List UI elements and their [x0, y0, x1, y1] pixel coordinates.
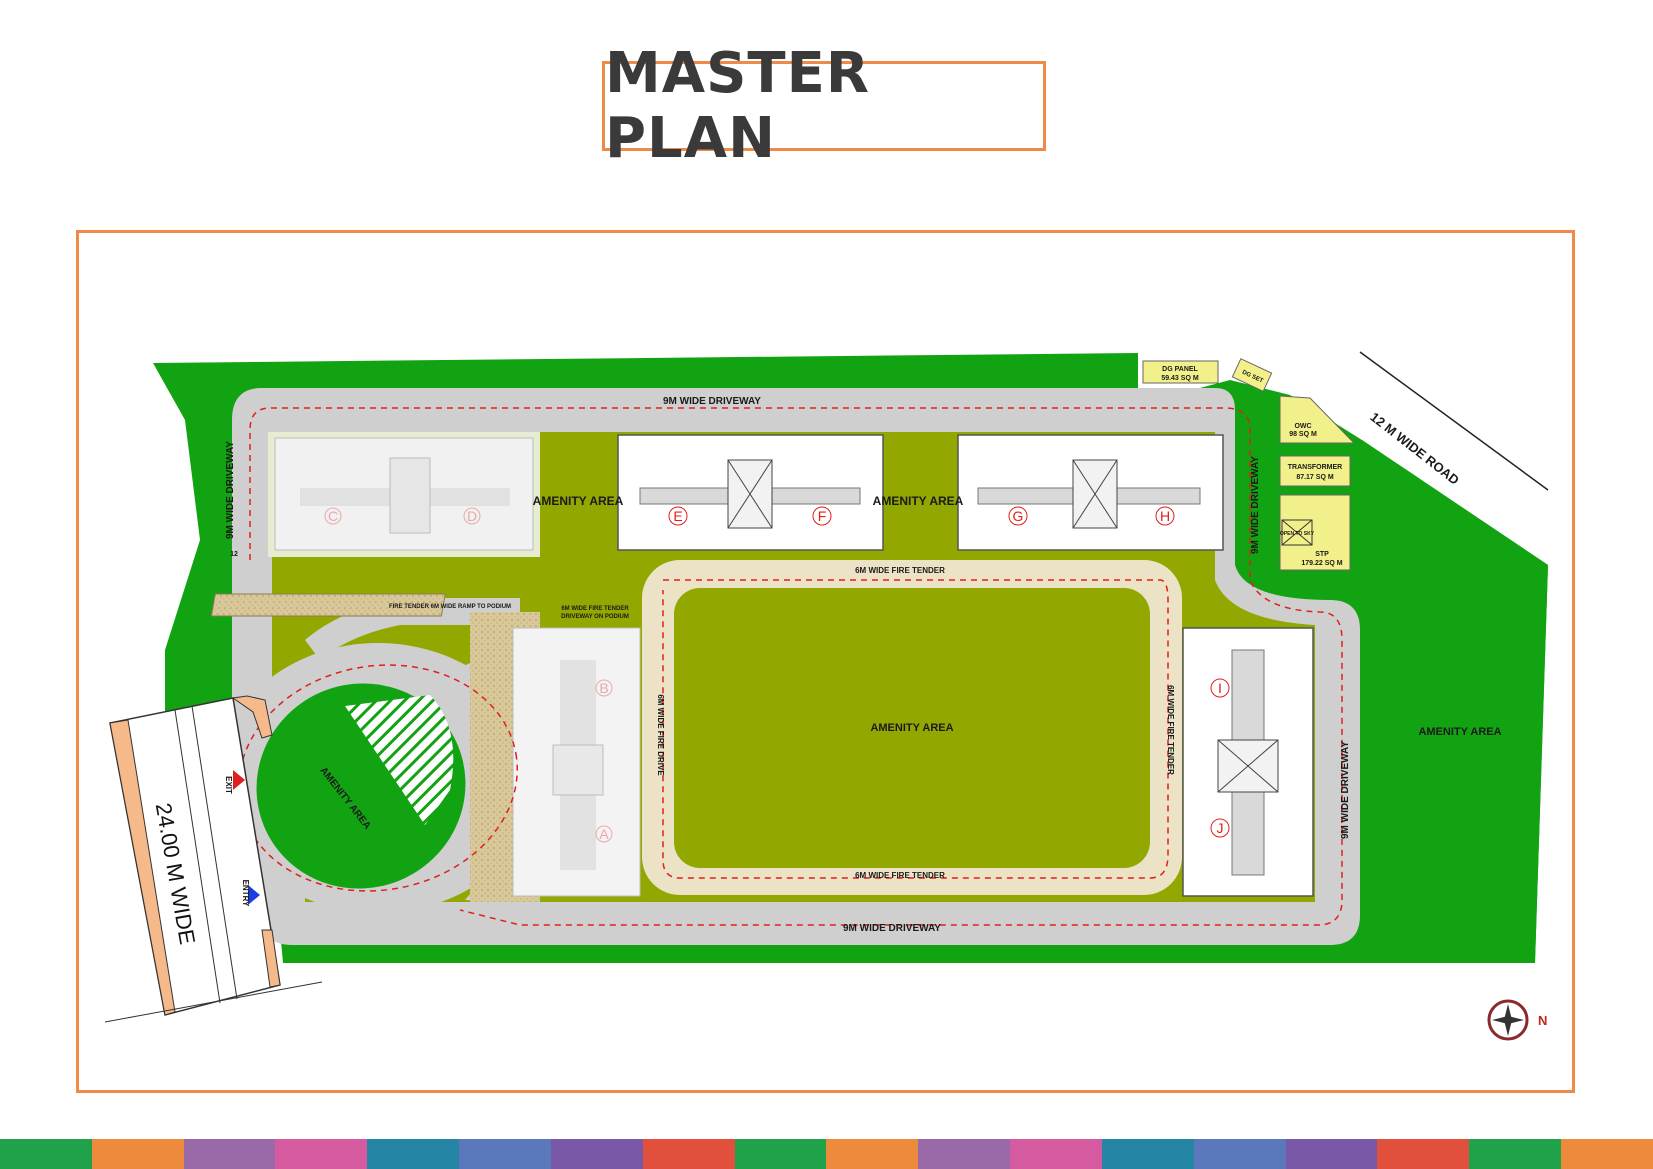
dg-panel-name: DG PANEL — [1162, 366, 1198, 373]
footer-stripe — [0, 1139, 92, 1169]
dg-panel-box — [1142, 360, 1219, 384]
stp-area: 179.22 SQ M — [1301, 560, 1342, 567]
footer-stripe — [1193, 1139, 1286, 1169]
footer-stripe — [183, 1139, 276, 1169]
entry-label: ENTRY — [241, 880, 250, 907]
tower-marker-i: I — [1210, 678, 1230, 698]
page-title: MASTER PLAN — [605, 41, 870, 171]
footer-stripe — [642, 1139, 735, 1169]
footer-stripe — [734, 1139, 827, 1169]
footer-stripe — [1010, 1139, 1102, 1169]
exit-arrow-icon — [233, 770, 245, 790]
dg-panel-area: 59.43 SQ M — [1161, 375, 1199, 382]
footer-stripe — [275, 1139, 368, 1169]
tower-marker-c: C — [324, 507, 342, 525]
driveway-top-label: 9M WIDE DRIVEWAY — [663, 396, 761, 407]
owc-name: OWC — [1294, 423, 1311, 430]
transformer-name: TRANSFORMER — [1288, 464, 1342, 471]
fire-drive-left-label: 6M WIDE FIRE DRIVE — [656, 694, 665, 776]
tower-label-b: B — [599, 680, 608, 696]
footer-stripe — [1285, 1139, 1378, 1169]
tower-label-e: E — [673, 508, 682, 524]
stp-name: STP — [1315, 551, 1329, 558]
tower-label-d: D — [467, 508, 477, 524]
tower-marker-g: G — [1008, 506, 1028, 526]
fire-tender-bottom-label: 6M WIDE FIRE TENDER — [855, 871, 945, 880]
transformer-box — [1279, 455, 1351, 487]
tower-label-f: F — [818, 508, 827, 524]
footer-stripe — [1101, 1139, 1194, 1169]
amenity-central-label: AMENITY AREA — [870, 722, 953, 734]
footer-stripe — [1561, 1139, 1653, 1169]
driveway-bottom-label: 9M WIDE DRIVEWAY — [843, 923, 941, 934]
exit-label: EXIT — [224, 776, 233, 794]
amenity-right-zone — [1362, 440, 1548, 963]
driveway-left-label: 9M WIDE DRIVEWAY — [225, 441, 236, 539]
footer-stripe — [1377, 1139, 1470, 1169]
footer-stripe — [918, 1139, 1011, 1169]
open-to-sky-label: OPEN TO SKY — [1280, 531, 1315, 537]
fire-tender-ring — [642, 560, 1182, 895]
plan-frame — [76, 230, 1575, 1093]
amenity-right-label: AMENITY AREA — [1418, 726, 1501, 738]
tower-label-c: C — [328, 508, 338, 524]
footer-stripe — [91, 1139, 184, 1169]
tower-label-g: G — [1013, 508, 1024, 524]
tower-label-i: I — [1218, 680, 1222, 696]
north-label: N — [1538, 1013, 1547, 1028]
driveway-right-upper-label: 9M WIDE DRIVEWAY — [1250, 456, 1261, 554]
north-compass-icon — [1487, 999, 1529, 1041]
amenity-label-2: AMENITY AREA — [873, 494, 964, 508]
tower-marker-f: F — [812, 506, 832, 526]
utilities — [1142, 358, 1356, 571]
podium-driveway-label-1: 6M WIDE FIRE TENDER — [561, 606, 629, 612]
podium-driveway-label-2: DRIVEWAY ON PODIUM — [561, 614, 629, 620]
tower-marker-a: A — [595, 825, 613, 843]
tower-marker-j: J — [1210, 818, 1230, 838]
tower-marker-d: D — [463, 507, 481, 525]
dg-set-box — [1231, 358, 1273, 392]
entry-arrow-icon — [248, 885, 260, 905]
towers-g-h — [957, 434, 1224, 551]
owc-box — [1279, 395, 1356, 444]
tower-marker-h: H — [1155, 506, 1175, 526]
tower-marker-e: E — [668, 506, 688, 526]
amenity-label-1: AMENITY AREA — [533, 494, 624, 508]
footer-stripe — [1469, 1139, 1562, 1169]
fire-tender-right-label: 6M WIDE FIRE TENDER — [1166, 685, 1175, 775]
towers-e-f — [617, 434, 884, 551]
footer-stripe — [367, 1139, 460, 1169]
fire-tender-top-label: 6M WIDE FIRE TENDER — [855, 566, 945, 575]
towers-c-d — [268, 432, 540, 557]
road-12m-edges — [1359, 351, 1549, 491]
footer-stripe — [550, 1139, 643, 1169]
tower-marker-b: B — [595, 679, 613, 697]
ramp-label: FIRE TENDER 6M WIDE RAMP TO PODIUM — [389, 604, 511, 610]
towers-i-j — [1182, 627, 1314, 897]
tower-label-h: H — [1160, 508, 1170, 524]
towers-a-b — [512, 627, 641, 897]
footer-stripe — [459, 1139, 551, 1169]
transformer-area: 87.17 SQ M — [1296, 474, 1334, 481]
tower-label-a: A — [599, 826, 609, 842]
title-box: MASTER PLAN — [602, 41, 1046, 171]
ramp — [210, 593, 446, 617]
footer-color-bar — [0, 1139, 1653, 1169]
owc-area: 98 SQ M — [1289, 431, 1317, 438]
small-12-label: 12 — [230, 551, 238, 558]
tower-markers: C D E F G H B A I J — [324, 506, 1230, 843]
driveway-right-lower-label: 9M WIDE DRIVEWAY — [1340, 741, 1351, 839]
footer-stripe — [826, 1139, 919, 1169]
tower-label-j: J — [1217, 820, 1224, 836]
